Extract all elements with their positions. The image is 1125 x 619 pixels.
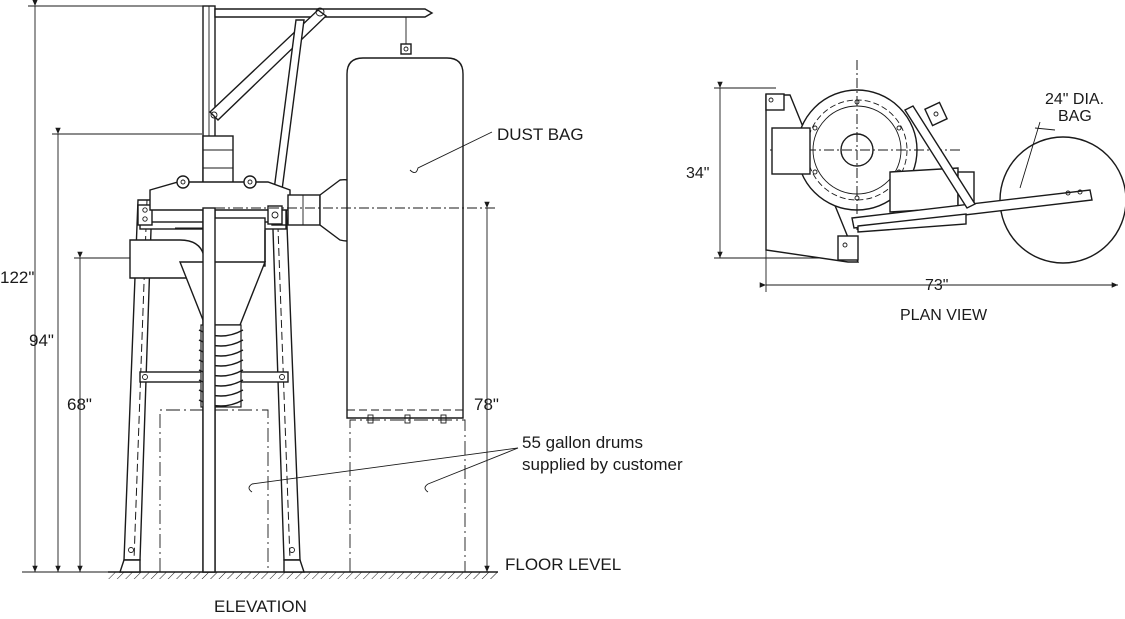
dimension-78-label: 78" xyxy=(474,395,499,414)
dust-bag xyxy=(346,57,464,424)
drum-right xyxy=(349,419,466,572)
elevation-title: ELEVATION xyxy=(214,597,307,616)
leader-lines xyxy=(248,131,519,493)
blower-housing xyxy=(149,175,291,225)
labels: DUST BAG 24" DIA. BAG 34" 73" PLAN VIEW … xyxy=(0,91,1104,616)
plan-view-title: PLAN VIEW xyxy=(900,307,988,324)
elevation-view xyxy=(22,0,519,579)
plan-view xyxy=(714,60,1125,292)
bag-diameter-label-line2: BAG xyxy=(1058,108,1092,125)
dimension-68-label: 68" xyxy=(67,395,92,414)
outlet-duct xyxy=(287,179,357,242)
dimension-lines xyxy=(28,0,490,572)
dimension-94-label: 94" xyxy=(29,331,54,350)
floor-line xyxy=(22,571,498,579)
dust-bag-label: DUST BAG xyxy=(497,125,584,144)
bag-diameter-label-line1: 24" DIA. xyxy=(1045,91,1104,108)
floor-level-label: FLOOR LEVEL xyxy=(505,555,621,574)
dimension-122-label: 122" xyxy=(0,268,34,287)
drums-label-line2: supplied by customer xyxy=(522,455,683,474)
dimension-73-label: 73" xyxy=(925,277,948,294)
drums-label-line1: 55 gallon drums xyxy=(522,433,643,452)
dimension-34-label: 34" xyxy=(686,165,709,182)
